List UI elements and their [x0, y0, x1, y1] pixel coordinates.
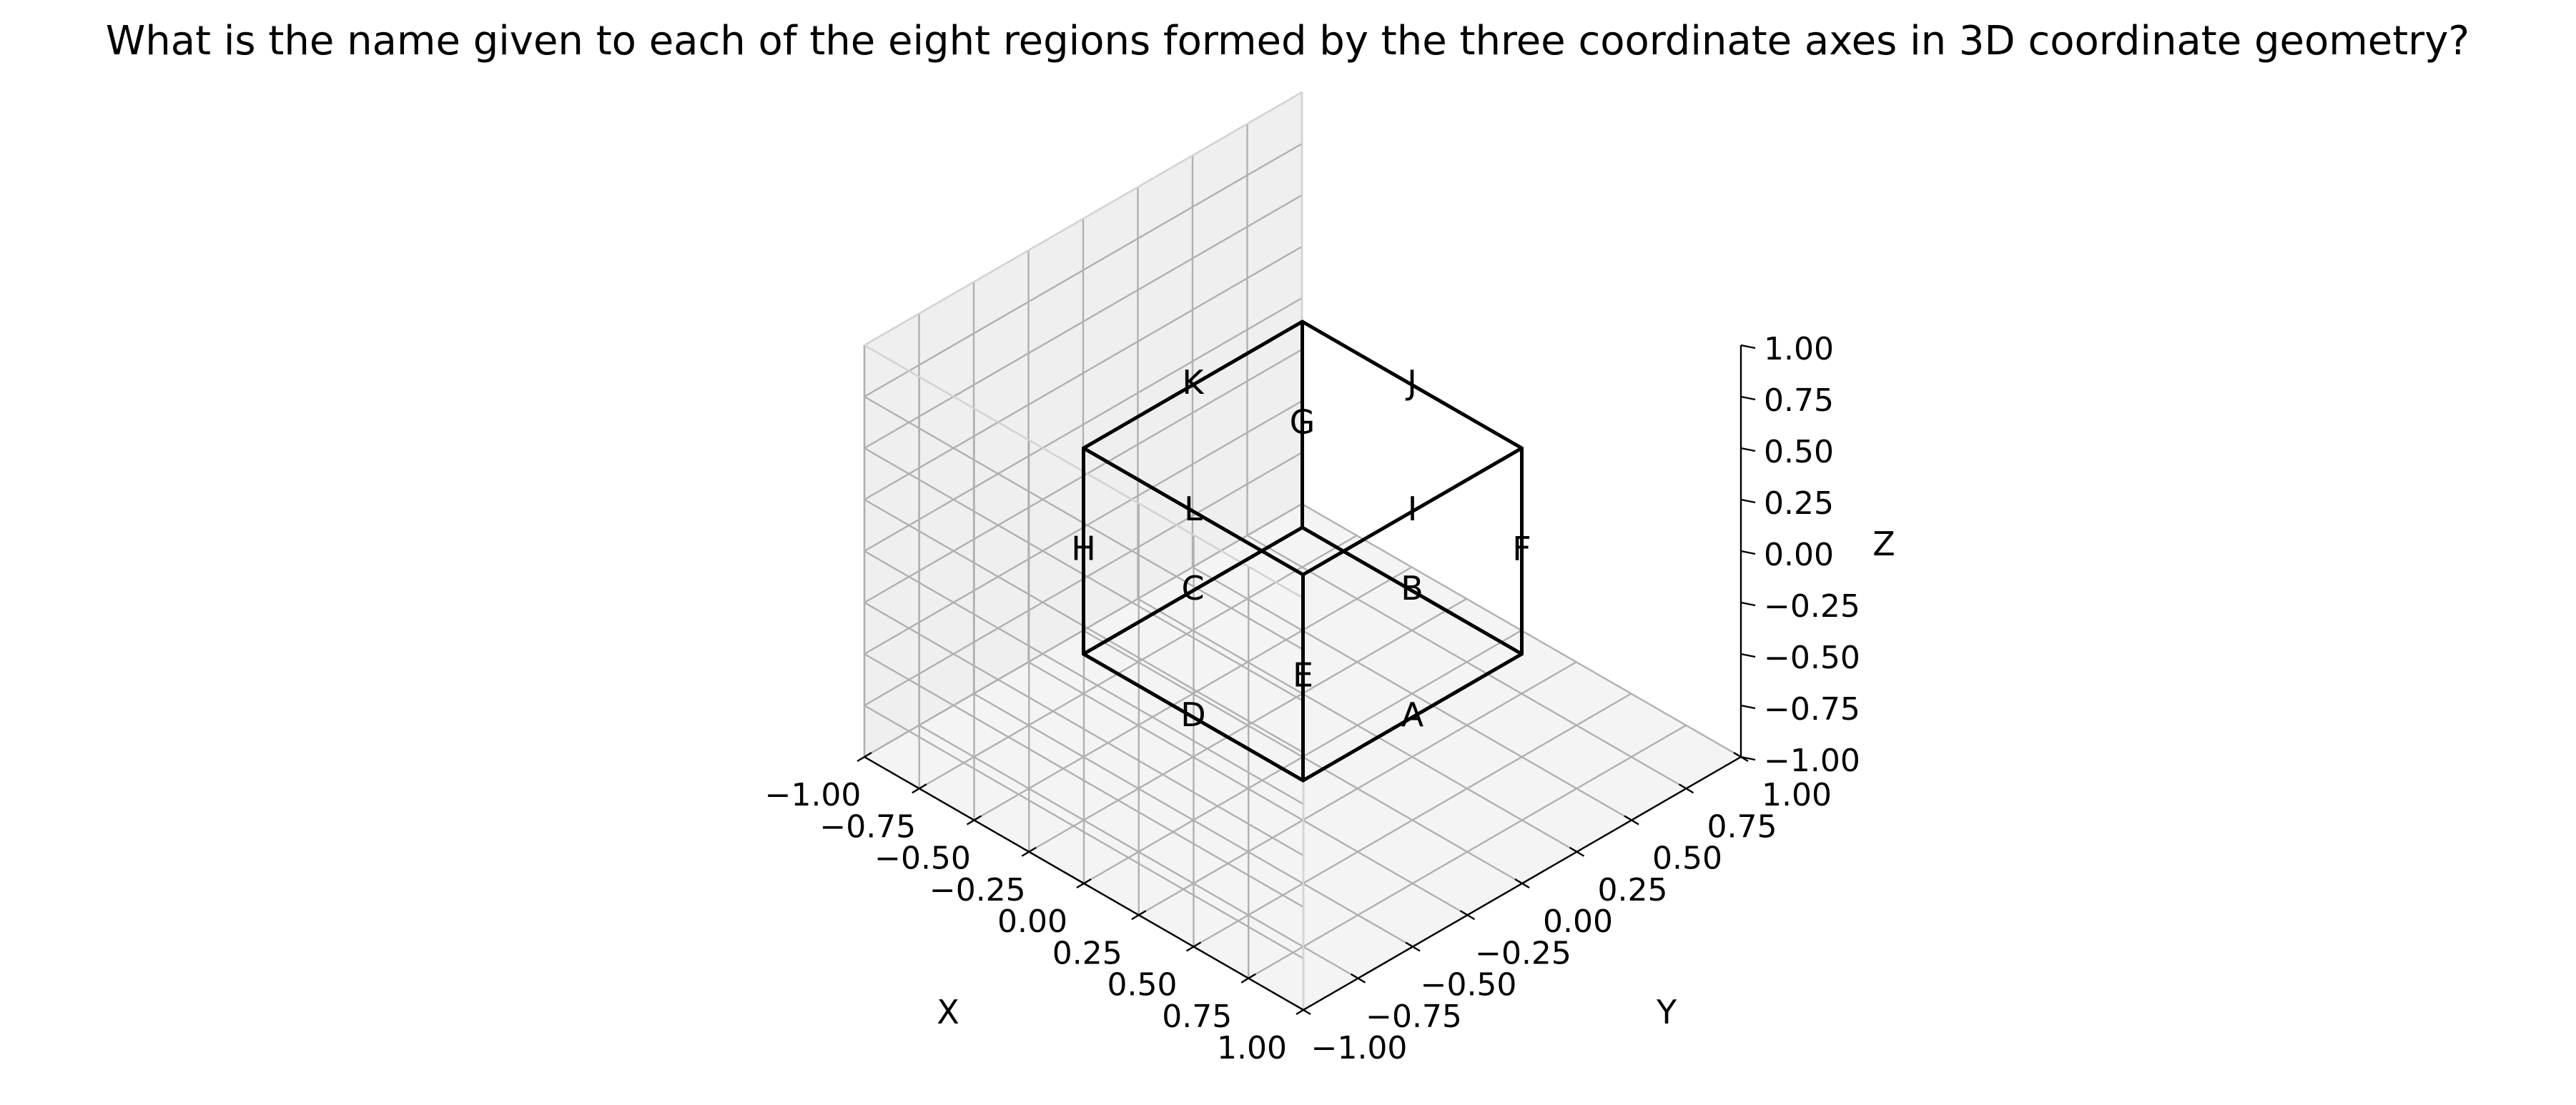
- grid-line: [1246, 535, 1687, 790]
- box-edge-l: [1082, 446, 1305, 577]
- y-tick: [1514, 878, 1530, 889]
- z-tick: [1740, 653, 1756, 658]
- x-tick: [1021, 846, 1037, 857]
- edge-label-c: C: [1181, 569, 1204, 608]
- box-edge-k: [1082, 319, 1304, 450]
- z-axis-label: Z: [1872, 525, 1895, 563]
- grid-line: [1193, 693, 1632, 948]
- x-tick-label: 0.00: [997, 903, 1067, 940]
- z-tick: [1740, 601, 1756, 607]
- y-tick: [1569, 846, 1585, 857]
- edge-labels: A B C D E F G H I J K L: [1071, 363, 1531, 734]
- edge-label-i: I: [1408, 490, 1418, 528]
- x-tick-label: −0.50: [874, 841, 971, 877]
- y-tick-label: 0.75: [1707, 808, 1777, 845]
- grid-line: [1192, 566, 1632, 821]
- z-tick-label: −0.75: [1764, 691, 1860, 728]
- edge-label-a: A: [1401, 695, 1424, 734]
- box-edge-j: [1301, 319, 1524, 450]
- z-tick-label: 0.25: [1764, 485, 1834, 522]
- y-tick-label: 0.25: [1598, 872, 1668, 908]
- z-tick-label: 0.75: [1764, 382, 1834, 419]
- grid-line: [864, 550, 1304, 806]
- x-tick-label: −0.75: [819, 808, 916, 845]
- grid-line: [864, 142, 1303, 398]
- grid-line: [864, 194, 1303, 450]
- x-axis-label: X: [937, 993, 959, 1031]
- y-tick: [1624, 815, 1639, 826]
- x-tick-label: −0.25: [929, 872, 1026, 908]
- x-tick-label: 1.00: [1217, 1030, 1287, 1066]
- x-tick: [966, 815, 982, 826]
- y-tick-label: −1.00: [1311, 1030, 1408, 1066]
- z-tick-label: −1.00: [1764, 743, 1860, 779]
- box-edge-c: [1082, 525, 1304, 656]
- wireframe-box: [1082, 319, 1524, 783]
- box-edge-d: [1082, 652, 1305, 783]
- y-tick: [1350, 973, 1366, 983]
- edge-label-f: F: [1512, 530, 1531, 568]
- grid-line: [1248, 724, 1687, 979]
- edge-label-e: E: [1293, 656, 1313, 695]
- x-tick: [1296, 1004, 1311, 1016]
- x-tick: [857, 751, 872, 763]
- z-tick-label: −0.25: [1764, 588, 1860, 625]
- x-tick-label: 0.50: [1107, 967, 1178, 1004]
- y-tick-label: 0.00: [1543, 903, 1613, 940]
- z-tick-label: −0.50: [1764, 640, 1860, 676]
- x-tick: [1131, 910, 1147, 921]
- z-tick-label: 0.50: [1764, 434, 1834, 470]
- figure-title: What is the name given to each of the ei…: [106, 18, 2469, 64]
- y-tick: [1405, 941, 1421, 952]
- edge-label-l: L: [1184, 490, 1203, 528]
- y-axis-label: Y: [1656, 993, 1677, 1031]
- pane-edge: [864, 91, 1303, 347]
- z-tick: [1740, 498, 1756, 504]
- edge-label-h: H: [1071, 530, 1096, 568]
- y-tick-label: −0.50: [1421, 967, 1517, 1004]
- edge-label-b: B: [1401, 569, 1423, 608]
- axis-ticks: −1.00−1.00−1.00−0.75−0.75−0.75−0.50−0.50…: [765, 331, 1860, 1066]
- z-tick: [1740, 704, 1756, 710]
- edge-label-j: J: [1405, 363, 1417, 402]
- z-tick-label: 0.00: [1764, 537, 1834, 573]
- z-tick: [1740, 344, 1756, 350]
- box-edge-b: [1301, 525, 1524, 656]
- y-tick: [1733, 751, 1749, 763]
- y-tick-label: −0.25: [1475, 935, 1571, 971]
- grid-line: [864, 297, 1303, 552]
- x-tick: [1076, 878, 1092, 889]
- y-tick: [1678, 783, 1694, 794]
- z-tick: [1740, 447, 1756, 452]
- box-edge-a: [1301, 652, 1524, 783]
- y-tick-label: 0.50: [1652, 841, 1722, 877]
- x-tick: [1240, 973, 1256, 983]
- grid-line: [864, 245, 1303, 501]
- z-tick: [1740, 395, 1756, 401]
- y-tick: [1459, 910, 1476, 921]
- edge-label-k: K: [1182, 363, 1205, 402]
- y-tick-label: 1.00: [1762, 777, 1832, 813]
- x-tick-label: 0.75: [1162, 999, 1232, 1035]
- y-tick-label: −0.75: [1366, 999, 1462, 1035]
- x-tick-label: 0.25: [1052, 935, 1122, 971]
- grid-line: [1138, 661, 1577, 916]
- x-tick-label: −1.00: [765, 777, 862, 813]
- z-tick-label: 1.00: [1764, 331, 1834, 367]
- box-edge-i: [1301, 446, 1524, 577]
- edge-label-d: D: [1180, 695, 1205, 734]
- grid-line: [1137, 598, 1578, 853]
- x-tick: [1185, 941, 1202, 952]
- edge-label-g: G: [1290, 403, 1316, 442]
- grid-lines: [863, 91, 1742, 1011]
- z-tick: [1740, 550, 1756, 555]
- x-tick: [912, 783, 927, 794]
